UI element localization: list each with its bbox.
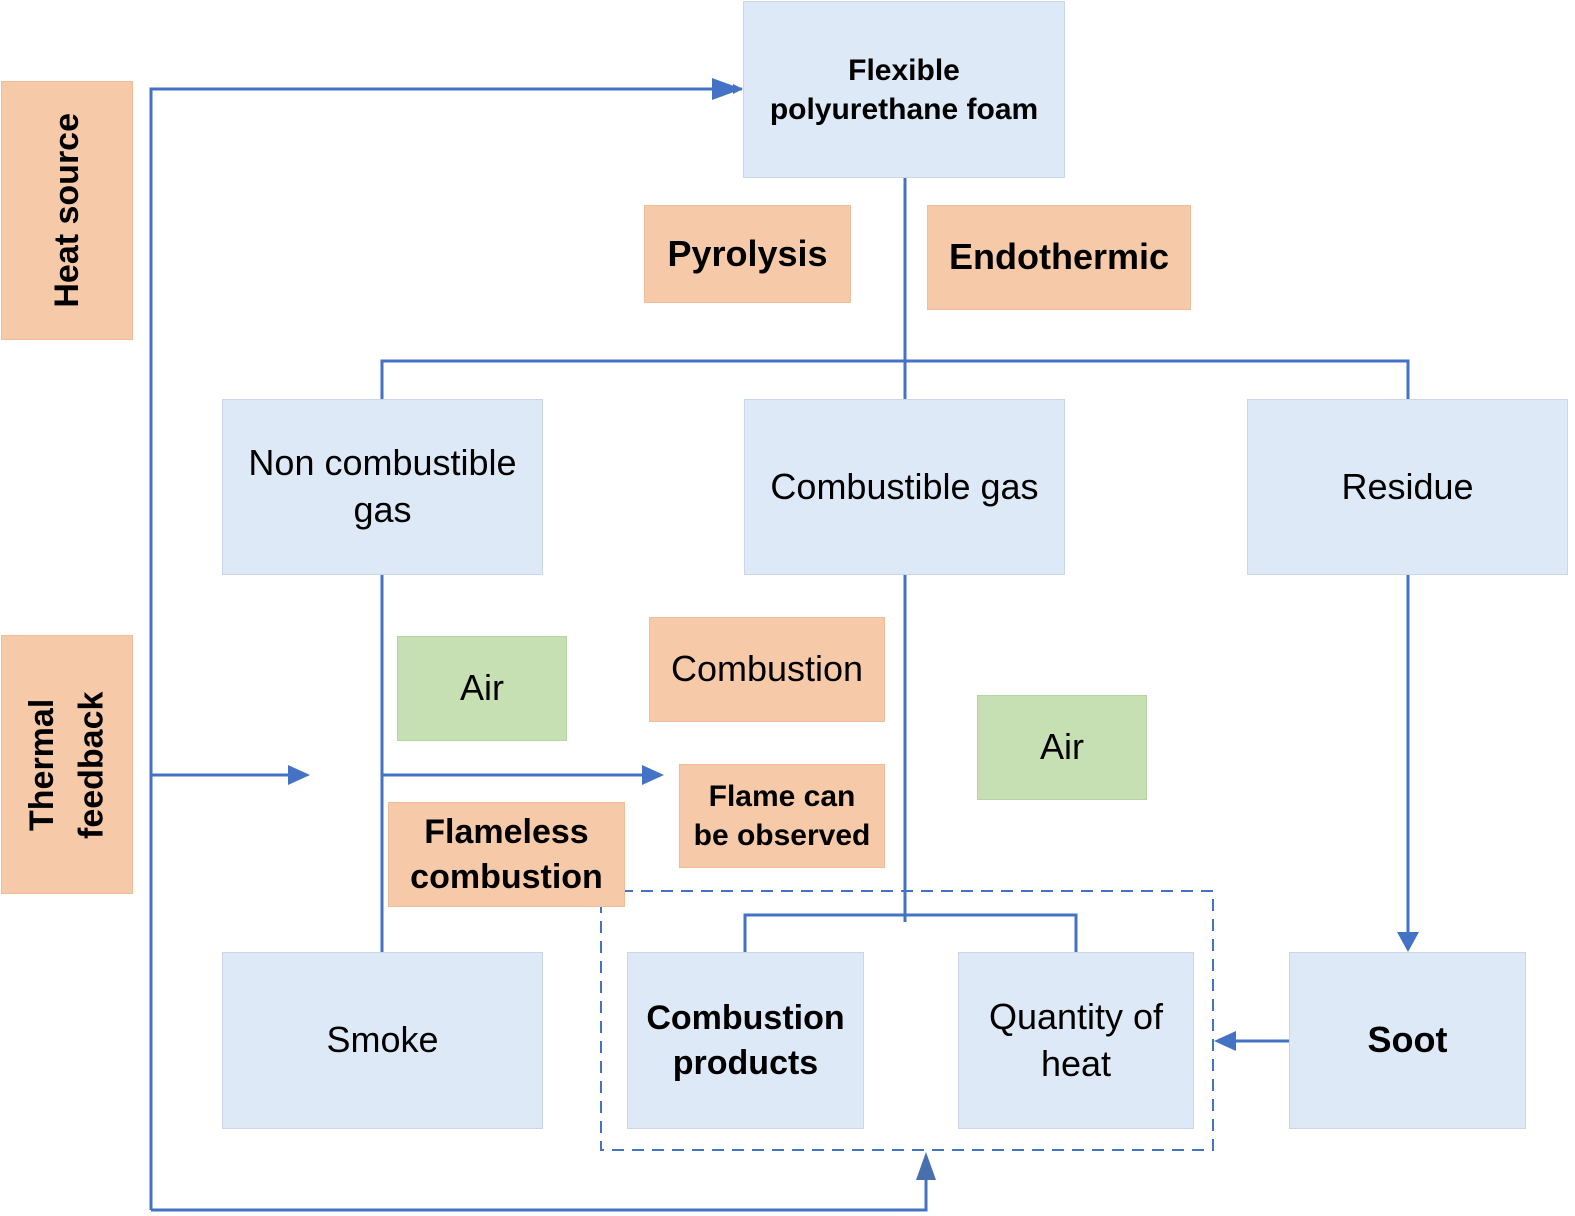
edge-cg-split (743, 913, 1078, 952)
node-endothermic-label: Endothermic (948, 236, 1170, 278)
node-combustible-gas: Combustible gas (744, 399, 1065, 575)
arrowhead-soot (1397, 932, 1419, 952)
combustion-group-boundary (600, 890, 1214, 1151)
node-smoke-label: Smoke (326, 1019, 439, 1061)
node-combustion-label: Combustion (670, 648, 864, 690)
arrowhead-group-right (1214, 1031, 1236, 1051)
arrowhead-thermal (288, 765, 310, 785)
node-flame-observed: Flame can be observed (679, 764, 885, 868)
node-endothermic: Endothermic (927, 205, 1191, 310)
node-heat-source: Heat source (1, 81, 133, 340)
arrowhead-group-bottom (916, 1152, 936, 1180)
edge-branch-bar (380, 359, 1410, 400)
node-combustible-gas-label: Combustible gas (770, 465, 1039, 507)
node-residue-label: Residue (1341, 465, 1474, 507)
edge-heat-to-foam (149, 84, 743, 1210)
node-heat-source-label: Heat source (47, 113, 86, 308)
node-combustion-products-label: Combustion products (646, 999, 845, 1082)
node-thermal-feedback: Thermal feedback (1, 635, 133, 894)
node-flame-observed-label: Flame can be observed (693, 780, 871, 852)
node-soot: Soot (1289, 952, 1526, 1129)
arrowhead-flame (642, 765, 664, 785)
arrowhead-foam (712, 78, 742, 100)
edge-bottom-feedback (151, 1156, 928, 1212)
node-quantity-of-heat: Quantity of heat (958, 952, 1194, 1129)
node-foam: Flexible polyurethane foam (743, 1, 1065, 178)
node-non-combustible-gas: Non combustible gas (222, 399, 543, 575)
node-air-right: Air (977, 695, 1147, 800)
node-non-combustible-gas-label: Non combustible gas (248, 442, 517, 530)
node-combustion: Combustion (649, 617, 885, 722)
node-residue: Residue (1247, 399, 1568, 575)
node-pyrolysis: Pyrolysis (644, 205, 851, 303)
node-combustion-products: Combustion products (627, 952, 864, 1129)
node-air-left-label: Air (460, 667, 504, 709)
node-soot-label: Soot (1367, 1019, 1448, 1061)
node-pyrolysis-label: Pyrolysis (667, 232, 828, 274)
node-foam-label: Flexible polyurethane foam (769, 53, 1039, 126)
node-air-left: Air (397, 636, 567, 741)
node-thermal-feedback-label: Thermal feedback (22, 690, 110, 839)
node-flameless-combustion-label: Flameless combustion (410, 813, 603, 896)
node-quantity-of-heat-label: Quantity of heat (988, 995, 1164, 1084)
node-air-right-label: Air (1040, 726, 1084, 768)
node-flameless-combustion: Flameless combustion (388, 802, 625, 907)
node-smoke: Smoke (222, 952, 543, 1129)
